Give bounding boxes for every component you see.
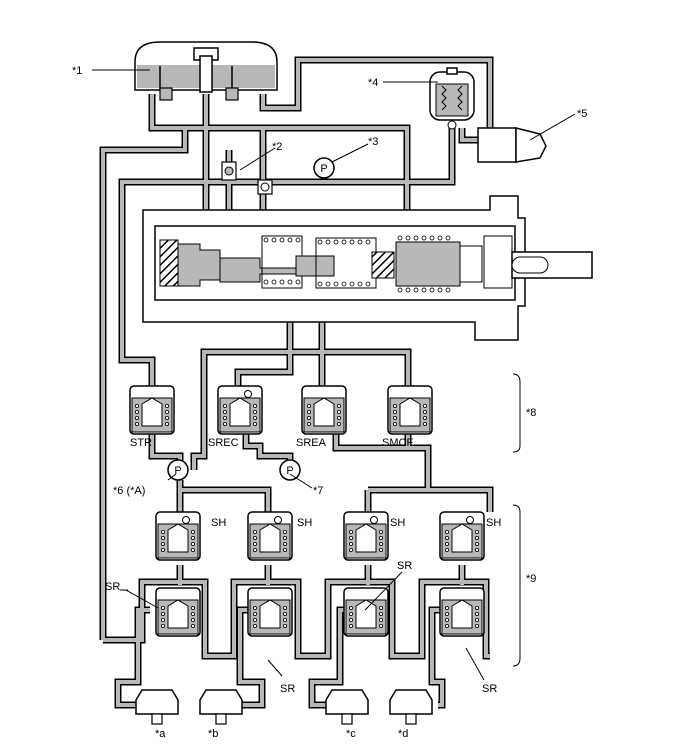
wheel-label-a: *a: [155, 728, 166, 740]
callout-3: *3: [368, 136, 378, 148]
pressure-sensor-3-label: P: [320, 163, 327, 175]
valve-sh-2: [247, 511, 293, 561]
callout-7: *7: [313, 485, 323, 497]
callout-5: *5: [577, 108, 587, 120]
valve-sh-1: [155, 511, 201, 561]
valve-label-sr-4: SR: [482, 683, 497, 695]
pump-motor: [477, 127, 547, 163]
valve-label-srec: SREC: [208, 437, 239, 449]
valve-sr-1: [155, 587, 201, 637]
valve-str: [129, 385, 175, 435]
wheel-label-d: *d: [398, 728, 408, 740]
valve-label-smcf: SMCF: [382, 437, 413, 449]
check-valve-inline: [257, 179, 273, 195]
valve-label-srea: SREA: [296, 437, 327, 449]
pressure-sensor-6: P: [167, 459, 189, 481]
valve-sh-4: [439, 511, 485, 561]
accumulator: [429, 67, 475, 130]
master-cylinder: [142, 195, 593, 341]
valve-sr-2: [247, 587, 293, 637]
callout-8: *8: [526, 407, 536, 419]
valve-label-sh-2: SH: [297, 517, 312, 529]
leader-lines: [92, 69, 576, 681]
valve-label-str: STR: [130, 437, 152, 449]
check-valve-2: [221, 161, 237, 181]
pressure-sensor-6-label: P: [174, 465, 181, 477]
valve-sr-3: [343, 587, 389, 637]
valve-label-sr-1: SR: [105, 581, 120, 593]
callout-6: *6 (*A): [113, 485, 145, 497]
wheel-cylinder-a: [135, 689, 179, 725]
wheel-label-b: *b: [208, 728, 218, 740]
valve-label-sr-3: SR: [397, 560, 412, 572]
valve-label-sr-2: SR: [280, 683, 295, 695]
pressure-sensor-3: P: [313, 157, 335, 179]
callout-1: *1: [72, 65, 82, 77]
callout-4: *4: [368, 77, 378, 89]
valve-sh-3: [343, 511, 389, 561]
reservoir: [134, 41, 278, 101]
valve-sr-4: [439, 587, 485, 637]
valve-smcf: [387, 385, 433, 435]
valve-label-sh-3: SH: [390, 517, 405, 529]
group-bracket-8: [512, 373, 521, 453]
valve-srec: [217, 385, 263, 435]
valve-label-sh-1: SH: [211, 517, 226, 529]
wheel-cylinder-c: [325, 689, 369, 725]
valve-label-sh-4: SH: [486, 517, 501, 529]
wheel-label-c: *c: [346, 728, 356, 740]
wheel-cylinder-d: [389, 689, 433, 725]
group-bracket-9: [512, 504, 521, 667]
callout-9: *9: [526, 573, 536, 585]
valve-srea: [301, 385, 347, 435]
pressure-sensor-7-label: P: [286, 465, 293, 477]
pressure-sensor-7: P: [279, 459, 301, 481]
wheel-cylinder-b: [199, 689, 243, 725]
callout-2: *2: [272, 141, 282, 153]
